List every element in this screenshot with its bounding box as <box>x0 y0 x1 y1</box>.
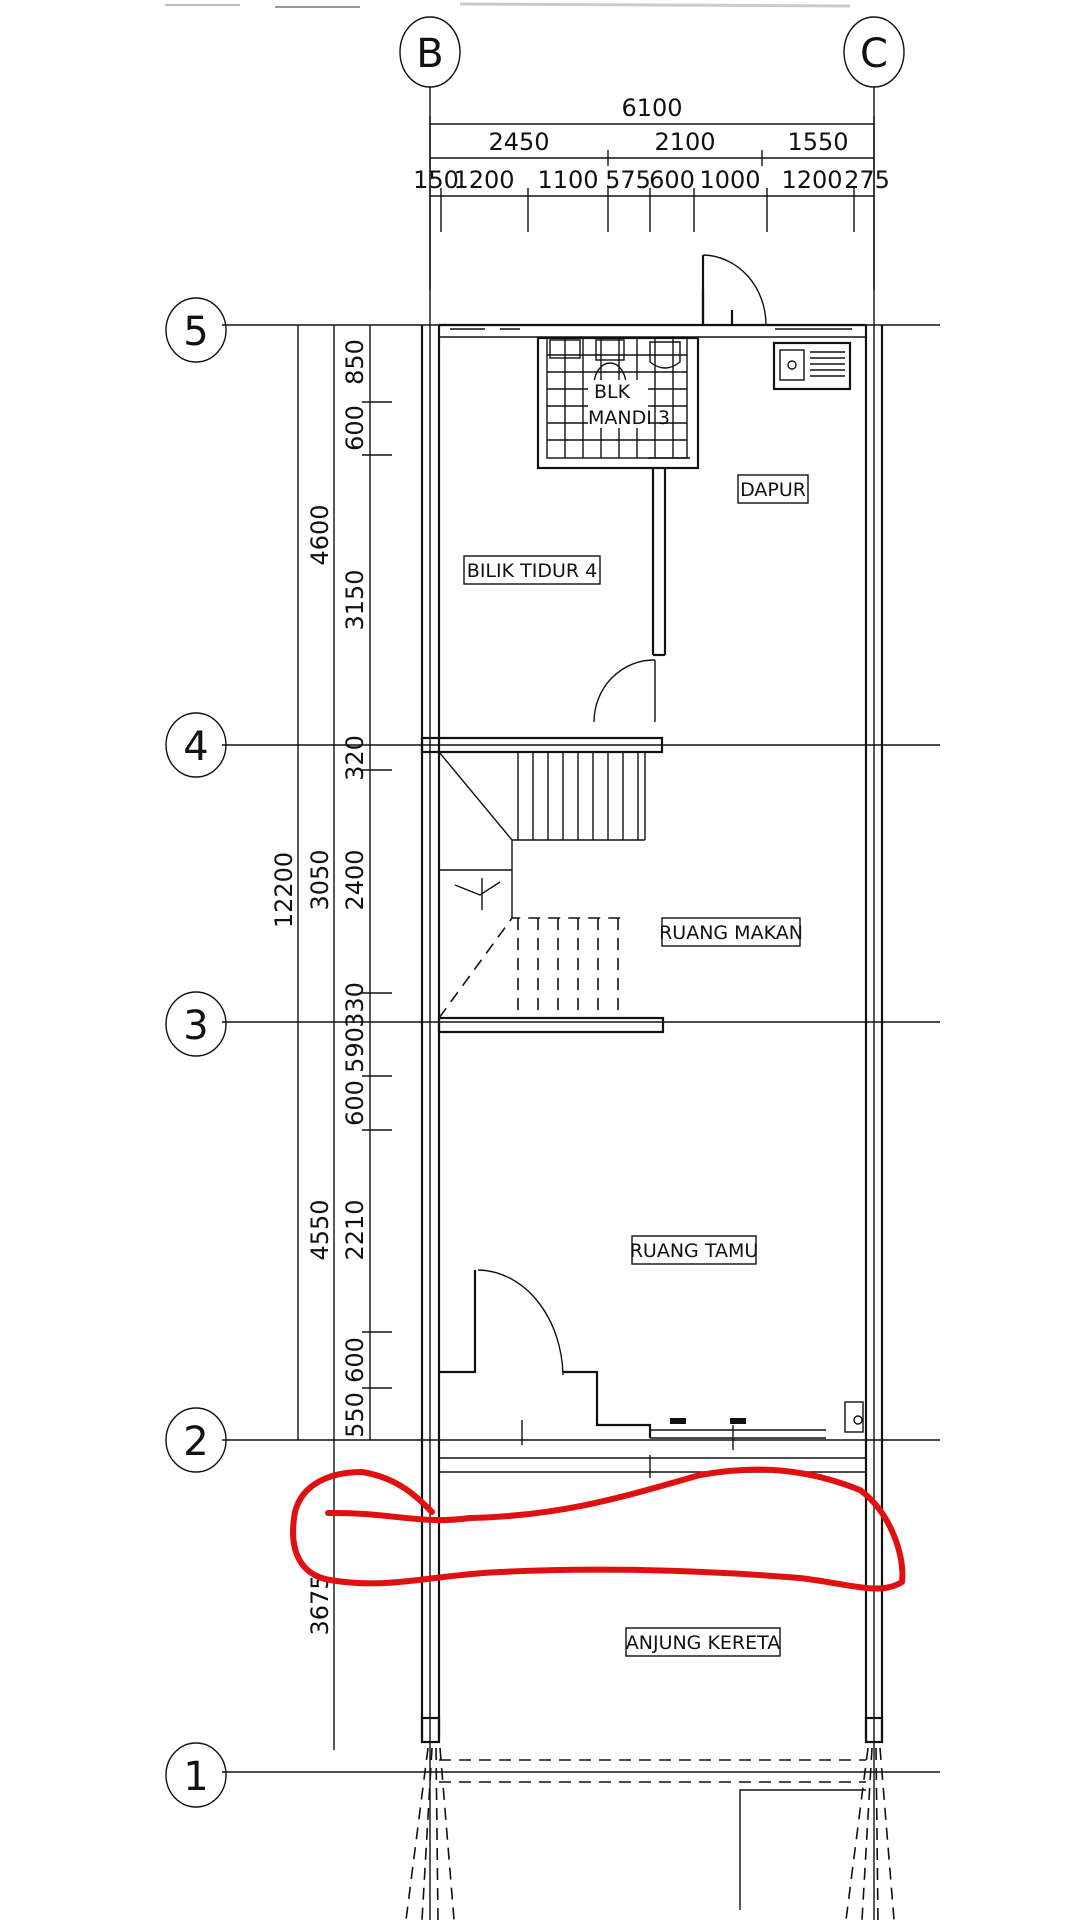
bedroom-door-swing <box>593 659 656 723</box>
grid-marker-col-b: B <box>399 16 461 88</box>
dim-top-detail-1: 150 <box>413 166 459 194</box>
dim-top-middle-3: 1550 <box>787 128 848 156</box>
dim-left-inner-11: 550 <box>341 1392 369 1438</box>
dim-left-inner-2: 600 <box>341 405 369 451</box>
grid-label-row-3: 3 <box>183 1003 208 1049</box>
bedroom-partition <box>593 468 667 723</box>
grid-marker-row-2: 2 <box>165 1407 227 1473</box>
room-label-bathroom-2: MANDI 3 <box>588 407 670 429</box>
top-dimension-chain: 6100 2450 2100 1550 150 1200 1100 575 60… <box>413 94 890 290</box>
main-door-swing <box>477 1269 564 1376</box>
basin-icon <box>649 341 681 369</box>
room-label-living: RUANG TAMU <box>630 1240 759 1262</box>
dim-top-detail-7: 1200 <box>781 166 842 194</box>
dim-top-overall: 6100 <box>621 94 682 122</box>
staircase <box>420 736 665 1034</box>
room-label-bedroom: BILIK TIDUR 4 <box>467 560 597 582</box>
dim-left-inner-6: 330 <box>341 982 369 1028</box>
room-bedroom: BILIK TIDUR 4 <box>463 555 601 585</box>
room-carporch: ANJUNG KERETA <box>625 1627 781 1657</box>
grid-label-col-b: B <box>416 31 443 77</box>
front-entrance <box>439 1269 864 1478</box>
grid-label-row-2: 2 <box>183 1419 208 1465</box>
room-label-carporch: ANJUNG KERETA <box>626 1632 781 1654</box>
dim-left-outer-2: 3050 <box>306 849 334 910</box>
room-living: RUANG TAMU <box>630 1235 759 1265</box>
dim-left-inner-5: 2400 <box>341 849 369 910</box>
dim-top-detail-2: 1200 <box>453 166 514 194</box>
room-label-dining: RUANG MAKAN <box>659 922 803 944</box>
room-label-kitchen: DAPUR <box>740 479 806 501</box>
grid-marker-row-4: 4 <box>165 712 227 778</box>
dim-top-detail-5: 600 <box>649 166 695 194</box>
car-porch-area <box>405 1747 895 1920</box>
dim-left-inner-3: 3150 <box>341 569 369 630</box>
dim-left-inner-10: 600 <box>341 1337 369 1383</box>
grid-marker-row-5: 5 <box>165 297 227 363</box>
dim-top-detail-8: 275 <box>844 166 890 194</box>
dim-left-inner-9: 2210 <box>341 1199 369 1260</box>
dim-left-total: 12200 <box>270 852 298 928</box>
grid-marker-row-1: 1 <box>165 1742 227 1808</box>
kitchen-sink-icon <box>772 341 852 391</box>
grid-marker-col-c: C <box>843 16 905 88</box>
kitchen-back-door <box>701 254 767 326</box>
dim-left-inner-7: 590 <box>341 1027 369 1073</box>
grid-label-row-4: 4 <box>183 724 208 770</box>
dim-top-middle-1: 2450 <box>488 128 549 156</box>
left-dimension-chain: 12200 4600 3050 4550 3675 850 600 3150 3… <box>270 325 392 1750</box>
header-remnant <box>165 2 851 8</box>
room-kitchen: DAPUR <box>737 474 809 504</box>
grid-marker-row-3: 3 <box>165 991 227 1057</box>
bathroom-blk-mandi: BLK MANDI 3 <box>536 336 700 470</box>
red-markup-annotation <box>290 1466 906 1592</box>
dim-top-detail-6: 1000 <box>699 166 760 194</box>
dim-top-detail-3: 1100 <box>537 166 598 194</box>
dim-left-inner-4: 320 <box>341 735 369 781</box>
dim-left-outer-3: 4550 <box>306 1199 334 1260</box>
dim-left-inner-8: 600 <box>341 1080 369 1126</box>
dim-left-outer-4: 3675 <box>306 1574 334 1635</box>
room-label-bathroom-1: BLK <box>594 381 631 403</box>
grid-label-row-5: 5 <box>183 309 208 355</box>
grid-label-row-1: 1 <box>183 1754 208 1800</box>
dim-top-middle-2: 2100 <box>654 128 715 156</box>
room-dining: RUANG MAKAN <box>659 917 803 947</box>
dim-left-outer-1: 4600 <box>306 504 334 565</box>
dim-top-detail-4: 575 <box>605 166 651 194</box>
grid-label-col-c: C <box>860 31 888 77</box>
dim-left-inner-1: 850 <box>341 339 369 385</box>
